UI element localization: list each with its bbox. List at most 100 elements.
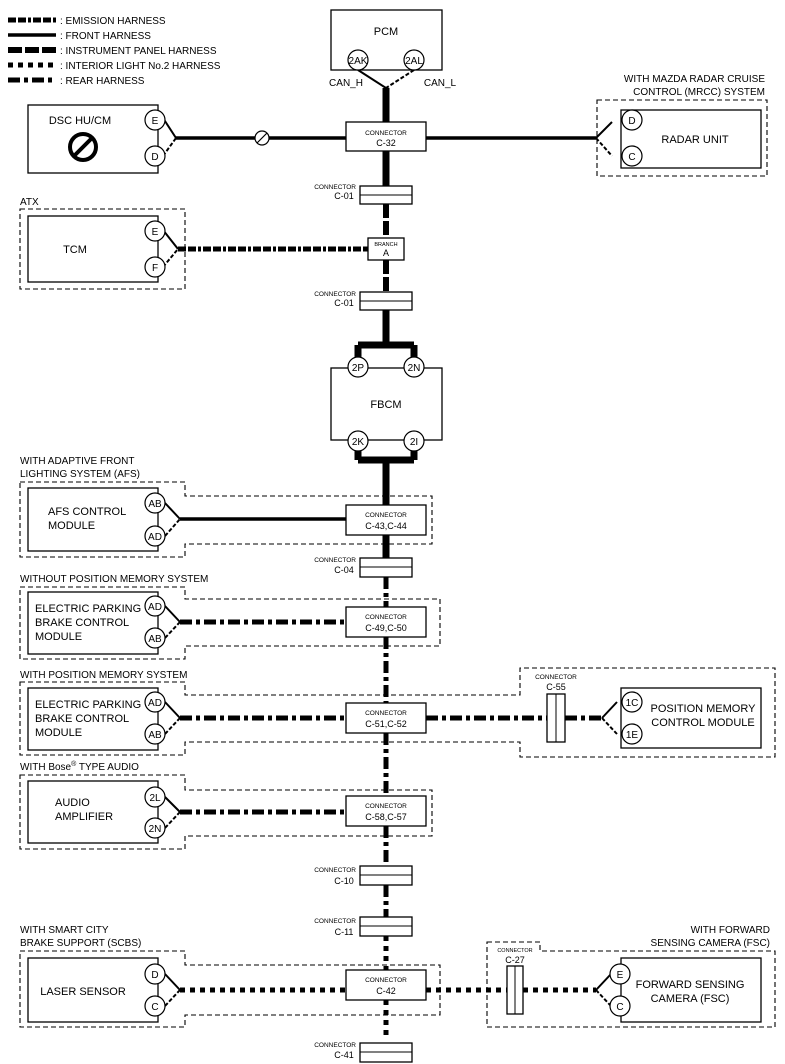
- pmc-label-2: CONTROL MODULE: [651, 717, 755, 729]
- afs-title-2: LIGHTING SYSTEM (AFS): [20, 469, 140, 480]
- dsc-pin-e-label: E: [152, 116, 159, 127]
- laser-pin-d-label: D: [151, 970, 158, 981]
- c42-id: C-42: [376, 986, 396, 996]
- afs-label-2: MODULE: [48, 520, 95, 532]
- bose-label-1: AUDIO: [55, 797, 90, 809]
- c51-id: C-51,C-52: [365, 719, 407, 729]
- connector-c32: CONNECTOR C-32: [345, 121, 427, 152]
- legend: : EMISSION HARNESS : FRONT HARNESS : INS…: [8, 16, 221, 87]
- epb2-pin-ad: [144, 691, 166, 713]
- fbcm-pin-2n: [403, 356, 425, 378]
- fsc-box: [620, 957, 762, 1023]
- c58-word: CONNECTOR: [365, 803, 407, 810]
- c58-id: C-58,C-57: [365, 812, 407, 822]
- c10-id: C-10: [334, 876, 354, 886]
- laser-pin-c: [144, 995, 166, 1017]
- dsc-hu-cm: DSC HU/CM E D: [27, 104, 346, 174]
- pmc-pin-1e: [621, 723, 643, 745]
- pcm-pin-2ak: [347, 49, 369, 71]
- c32-word: CONNECTOR: [365, 130, 407, 137]
- bose-pin-2l: [144, 786, 166, 808]
- tcm-pin-e: [144, 220, 166, 242]
- epb1-label-3: MODULE: [35, 631, 82, 643]
- epb1-label-2: BRAKE CONTROL: [35, 617, 129, 629]
- position-memory-module: CONNECTOR C-55 POSITION MEMORY CONTROL M…: [535, 674, 762, 749]
- epb1-box: [27, 591, 159, 655]
- c11-word: CONNECTOR: [314, 918, 356, 925]
- epb2-pin-ad-label: AD: [148, 698, 162, 709]
- fbcm-label: FBCM: [370, 399, 401, 411]
- c04-id: C-04: [334, 565, 354, 575]
- connector-c41: CONNECTOR C-41: [314, 1042, 413, 1063]
- c01a-id: C-01: [334, 191, 354, 201]
- tcm-pin-f-label: F: [152, 263, 158, 274]
- radar-box: [620, 109, 762, 169]
- fbcm-pin-2i-label: 2I: [410, 437, 418, 448]
- afs-pin-ad: [144, 525, 166, 547]
- epb1-pin-ab: [144, 627, 166, 649]
- legend-front-label: : FRONT HARNESS: [60, 31, 151, 42]
- tcm-pin-f: [144, 256, 166, 278]
- fsc-pin-e: [609, 963, 631, 985]
- mrcc-title-1: WITH MAZDA RADAR CRUISE: [624, 74, 765, 85]
- c41-id: C-41: [334, 1050, 354, 1060]
- pmc-box: [620, 687, 762, 749]
- epb1-pin-ad: [144, 595, 166, 617]
- can-l-label: CAN_L: [424, 78, 457, 89]
- pcm-pin-2al: [403, 49, 425, 71]
- epb2-box: [27, 687, 159, 751]
- afs-label-1: AFS CONTROL: [48, 506, 126, 518]
- fsc-pin-c: [609, 995, 631, 1017]
- pcm-label: PCM: [374, 26, 398, 38]
- epb-with-memory: WITH POSITION MEMORY SYSTEM ELECTRIC PAR…: [19, 667, 776, 758]
- c51-c52-box: [345, 702, 427, 734]
- fsc-title-1: WITH FORWARD: [691, 925, 770, 936]
- c58-c57-box: [345, 795, 427, 827]
- epb2-option-frame: [19, 667, 776, 758]
- bose-box: [27, 780, 159, 844]
- c49-word: CONNECTOR: [365, 614, 407, 621]
- c43-c44-box: [345, 504, 427, 536]
- legend-rear-label: : REAR HARNESS: [60, 76, 145, 87]
- tcm-pin-e-label: E: [152, 227, 159, 238]
- epb1-title: WITHOUT POSITION MEMORY SYSTEM: [20, 574, 208, 585]
- c49-id: C-49,C-50: [365, 623, 407, 633]
- atx-title: ATX: [20, 197, 39, 208]
- pmc-pin-1c-label: 1C: [626, 698, 639, 709]
- radar-pin-d-label: D: [628, 116, 635, 127]
- epb2-pin-ab-label: AB: [148, 730, 162, 741]
- legend-interior-label: : INTERIOR LIGHT No.2 HARNESS: [60, 61, 221, 72]
- c42-box: [345, 969, 427, 1001]
- bose-pin-2n-label: 2N: [149, 824, 162, 835]
- branch-id: A: [383, 248, 389, 258]
- fbcm-pin-2p: [347, 356, 369, 378]
- trunk-wires: [354, 88, 418, 1040]
- dsc-pin-e: [144, 109, 166, 131]
- branch-a-box: [367, 237, 405, 261]
- radar-pin-c: [621, 145, 643, 167]
- fbcm-pin-2n-label: 2N: [408, 363, 421, 374]
- connector-c01-a: CONNECTOR C-01: [314, 184, 413, 205]
- afs-control-module: WITH ADAPTIVE FRONT LIGHTING SYSTEM (AFS…: [19, 456, 433, 558]
- epb2-label-3: MODULE: [35, 727, 82, 739]
- c55-word: CONNECTOR: [535, 674, 577, 681]
- scbs-laser-sensor: WITH SMART CITY BRAKE SUPPORT (SCBS) LAS…: [19, 925, 507, 1028]
- connector-c10: CONNECTOR C-10: [314, 865, 413, 886]
- epb-without-memory: WITHOUT POSITION MEMORY SYSTEM ELECTRIC …: [19, 574, 441, 660]
- afs-box: [27, 487, 159, 552]
- mrcc-title-2: CONTROL (MRCC) SYSTEM: [633, 87, 765, 98]
- c43-id: C-43,C-44: [365, 521, 407, 531]
- scbs-option-frame: [19, 950, 441, 1028]
- c01b-id: C-01: [334, 298, 354, 308]
- mrcc-radar-unit: WITH MAZDA RADAR CRUISE CONTROL (MRCC) S…: [426, 74, 768, 177]
- epb2-label-2: BRAKE CONTROL: [35, 713, 129, 725]
- laser-pin-c-label: C: [151, 1002, 158, 1013]
- fbcm-box: [330, 367, 443, 441]
- fsc-pin-c-label: C: [616, 1002, 623, 1013]
- legend-emission-label: : EMISSION HARNESS: [60, 16, 166, 27]
- tcm-box: [27, 215, 159, 283]
- c01b-word: CONNECTOR: [314, 291, 356, 298]
- branch-word: BRANCH: [374, 242, 397, 248]
- epb1-option-frame: [19, 586, 441, 660]
